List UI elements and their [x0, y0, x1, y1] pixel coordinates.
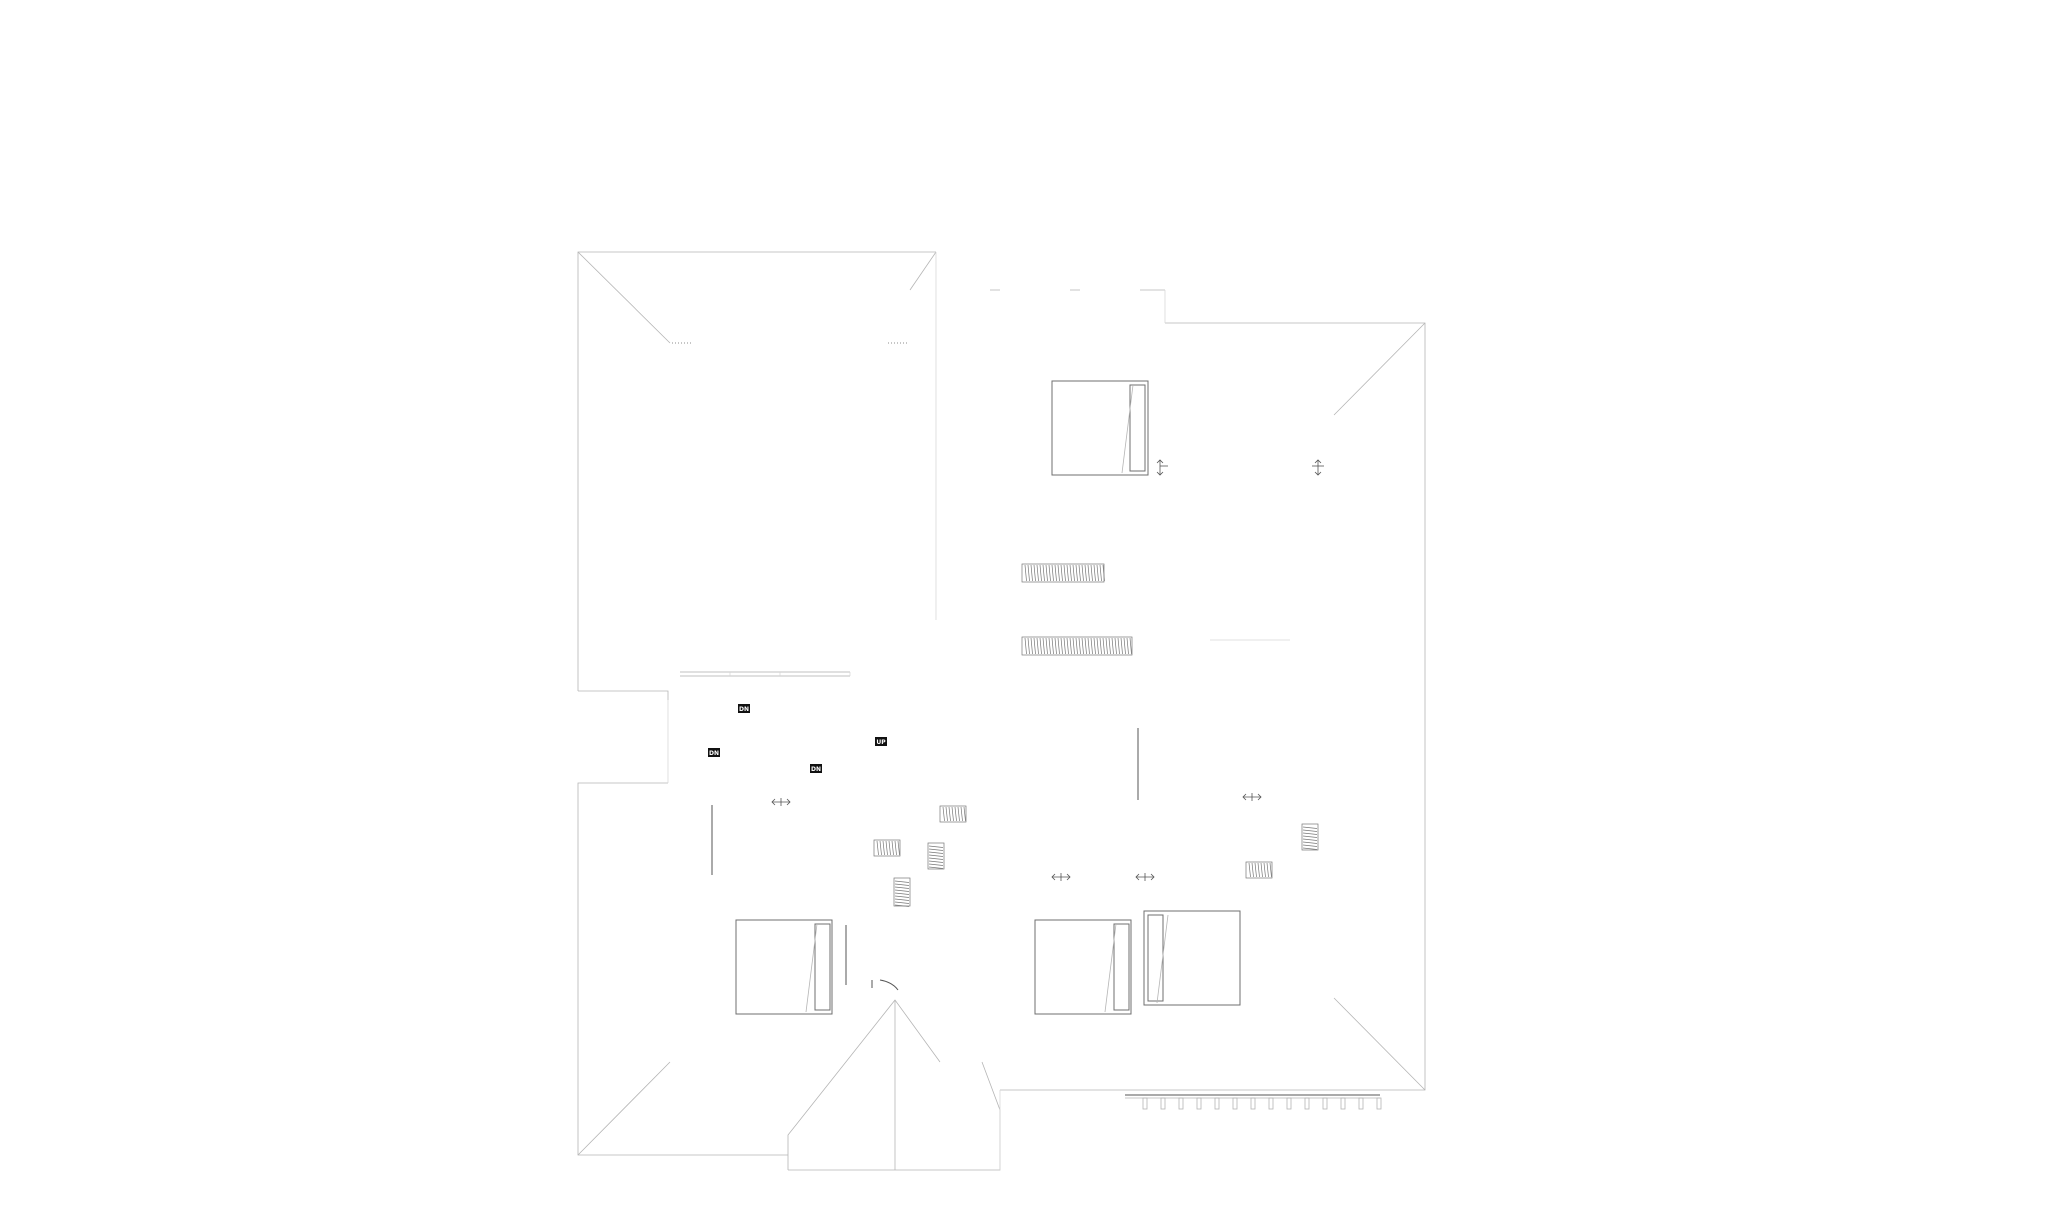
hatch-stair-upper: [1021, 563, 1105, 583]
rail-post: [1142, 1097, 1148, 1110]
hatch-f: [1245, 861, 1273, 879]
stair-tag-dn-1-text: DN: [739, 706, 749, 713]
hatch-b: [873, 839, 901, 857]
bed-lower-left: [735, 919, 833, 1015]
hatch-a: [939, 805, 967, 823]
hatch-e: [1301, 823, 1319, 851]
stair-tag-dn-2: DN: [708, 748, 720, 757]
stair-tag-up-1: UP: [875, 737, 887, 746]
roof-outline: [577, 251, 1426, 1171]
bed-lower-middle: [1034, 919, 1132, 1015]
rail-post: [1304, 1097, 1310, 1110]
rail-post: [1214, 1097, 1220, 1110]
rail-post: [1250, 1097, 1256, 1110]
hatch-group: [873, 563, 1319, 907]
balcony-rail: [1125, 1094, 1382, 1110]
rail-post: [1340, 1097, 1346, 1110]
bed-top: [1051, 380, 1149, 476]
rail-post: [1160, 1097, 1166, 1110]
marker-arrows-5: [1051, 873, 1071, 881]
rail-post: [1268, 1097, 1274, 1110]
stair-tag-dn-3-text: DN: [811, 766, 821, 773]
marker-arrows-6: [1135, 873, 1155, 881]
rail-post: [1322, 1097, 1328, 1110]
marker-arrows-4: [1242, 793, 1262, 801]
rail-post: [1286, 1097, 1292, 1110]
marker-arrows-2: [1312, 459, 1324, 476]
rail-post: [1232, 1097, 1238, 1110]
marker-arrows-3: [771, 798, 791, 806]
bed-lower-right: [1143, 910, 1241, 1006]
stair-tag-up-1-text: UP: [876, 739, 886, 746]
rail-post: [1178, 1097, 1184, 1110]
marker-arrows-1: [1156, 459, 1168, 476]
interior-walls: [680, 639, 1290, 991]
hatch-d: [893, 877, 911, 907]
stair-tag-dn-3: DN: [810, 764, 822, 773]
hatch-stair-lower: [1021, 636, 1133, 656]
dimension-markers: [771, 459, 1324, 881]
stair-tag-dn-2-text: DN: [709, 750, 719, 757]
hatch-c: [927, 842, 945, 870]
rail-post: [1358, 1097, 1364, 1110]
stair-tag-dn-1: DN: [738, 704, 750, 713]
rail-post: [1196, 1097, 1202, 1110]
rail-post: [1376, 1097, 1382, 1110]
